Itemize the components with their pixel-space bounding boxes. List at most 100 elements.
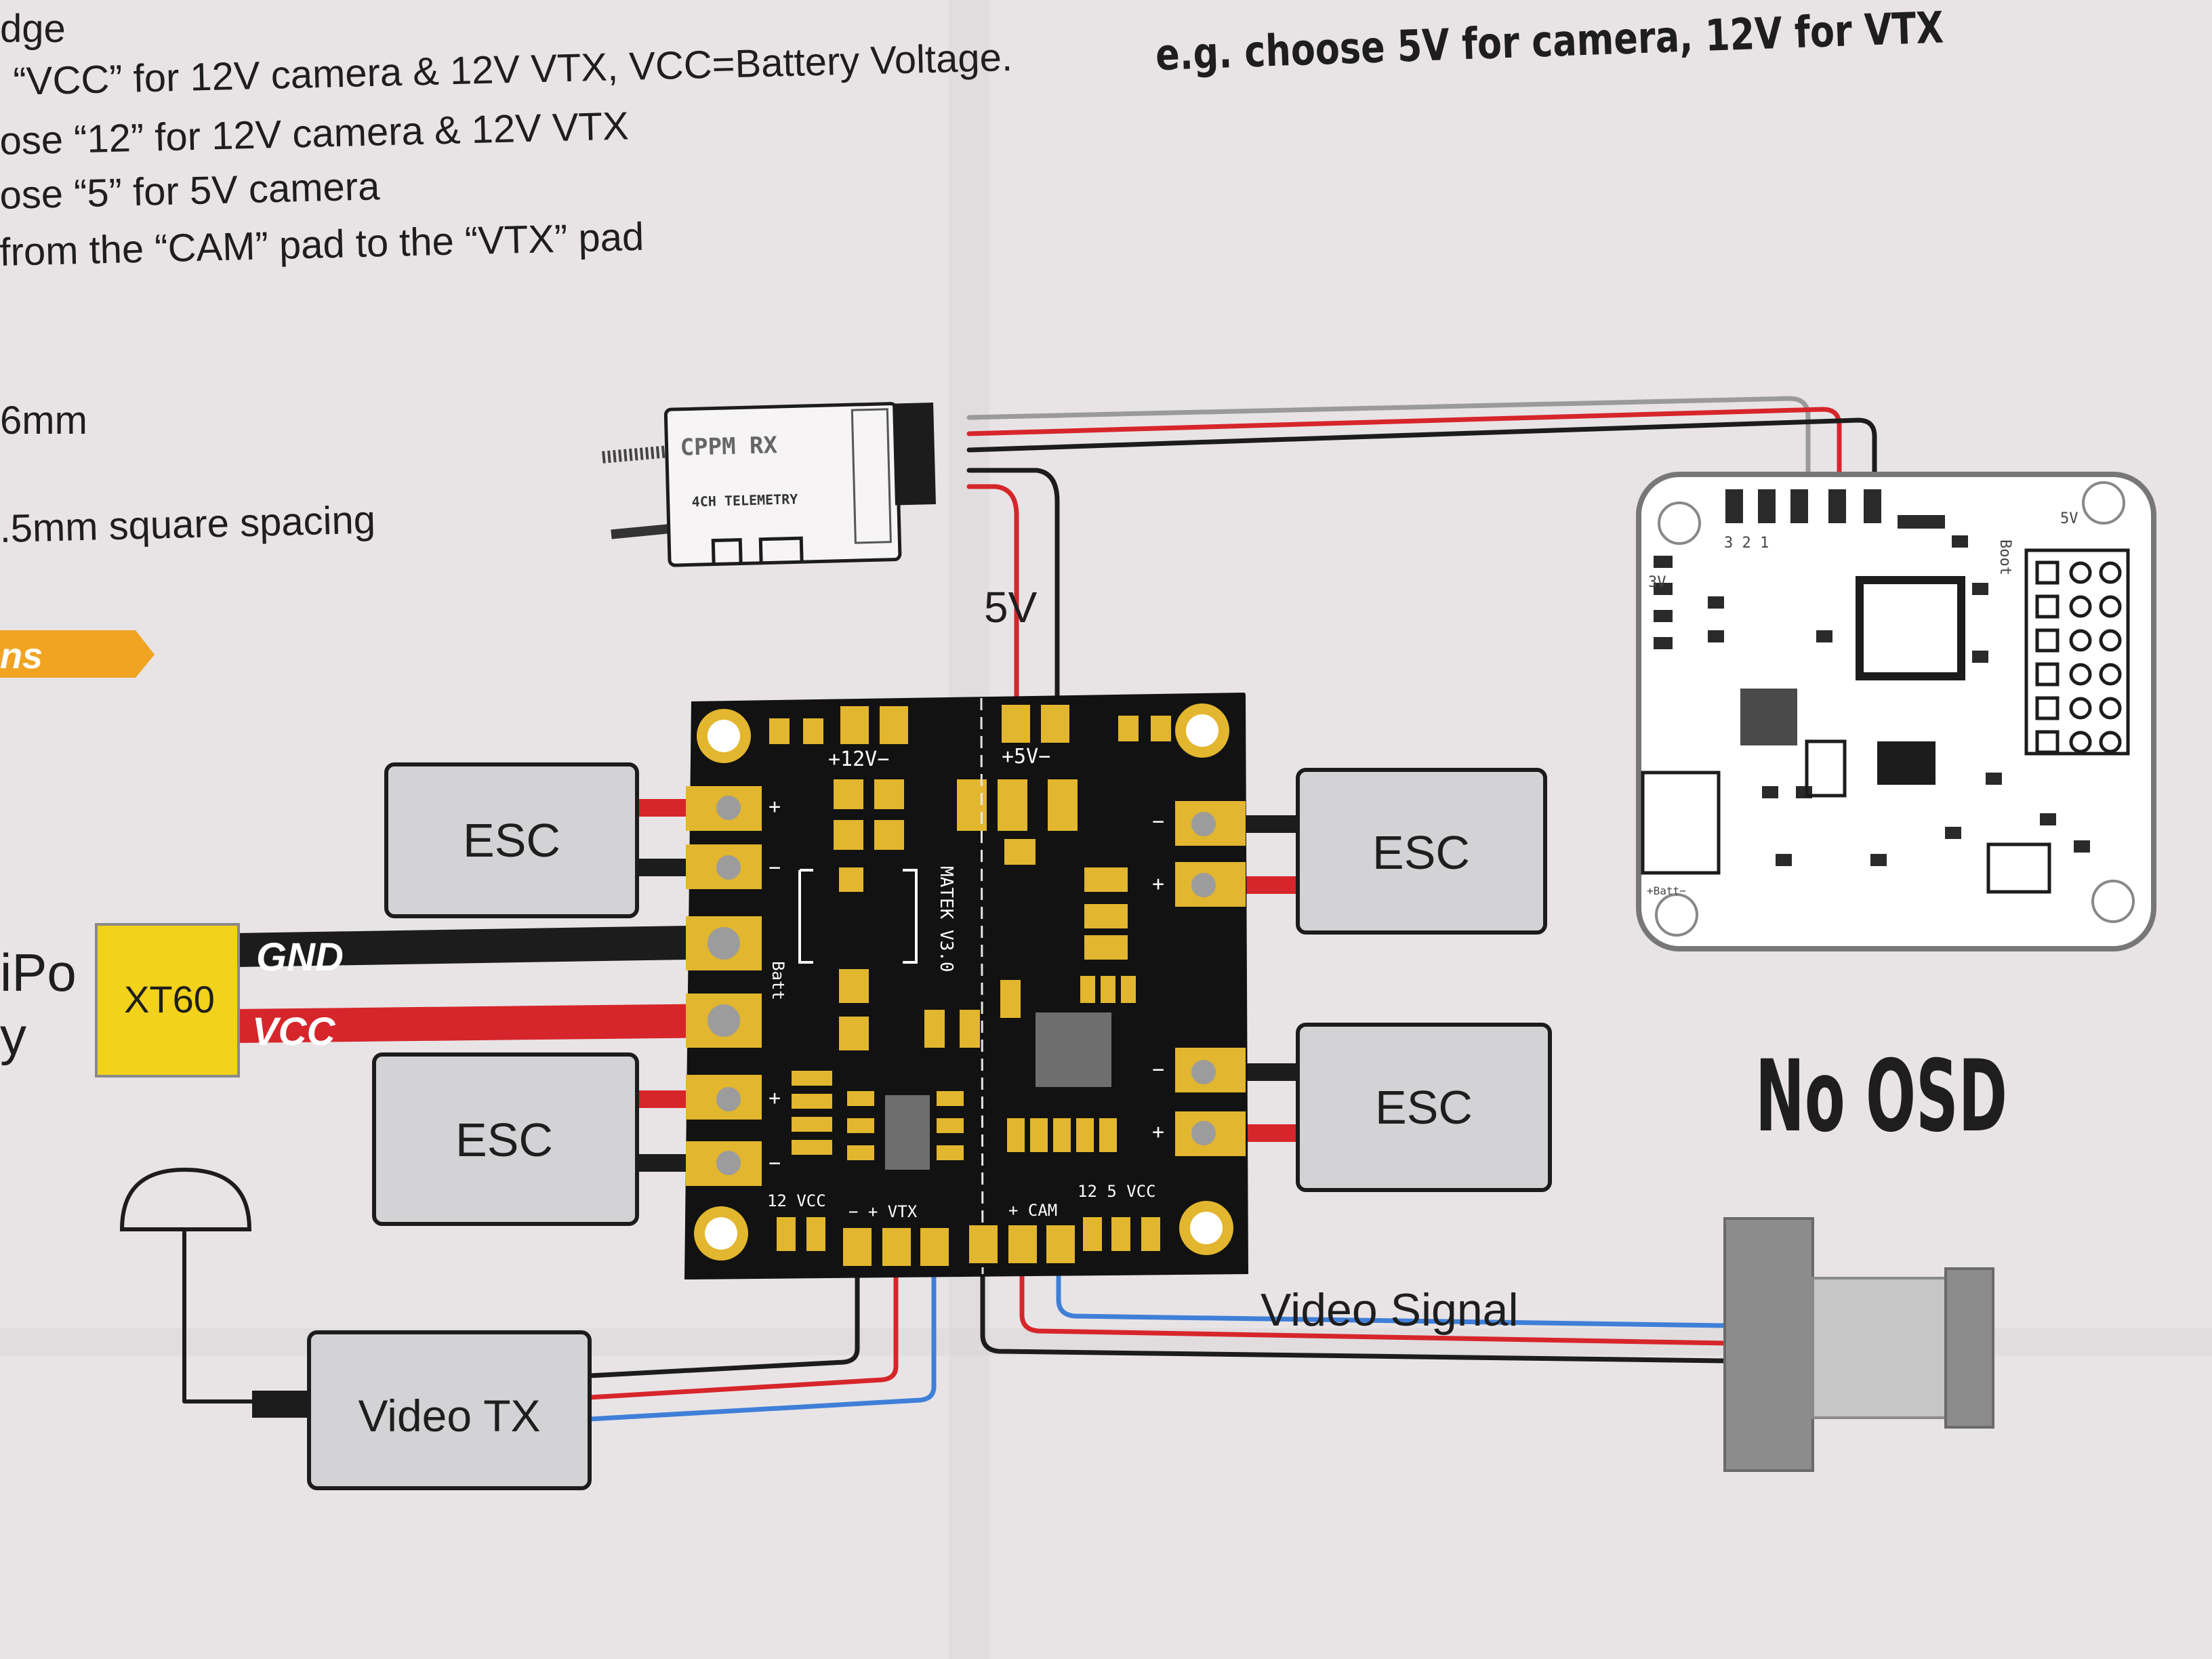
esc-label: ESC	[463, 814, 560, 867]
receiver-antenna-wire-2	[611, 524, 670, 539]
pdb-cam-label: + CAM	[1008, 1201, 1057, 1220]
pdb-minus-mark: −	[769, 1151, 781, 1175]
pdb-bottom-pads	[777, 1217, 1160, 1266]
fc-flash-chip	[1877, 741, 1936, 785]
fc-gyro-chip	[1740, 689, 1797, 745]
pdb-silkscreen-text: +12V− +5V− MATEK V3.0 Batt 12 VCC − + VT…	[767, 745, 1164, 1221]
pdb-plus-mark: +	[1152, 872, 1164, 896]
fc-io-pad	[2099, 697, 2122, 720]
fc-passive	[1654, 556, 1673, 568]
pdb-plus-mark: +	[769, 795, 781, 819]
smd-pad	[792, 1071, 832, 1086]
fc-mcu	[1856, 576, 1965, 680]
pdb-brand-label: MATEK V3.0	[936, 866, 956, 972]
pdb-fold-crease	[980, 697, 984, 1275]
pad-5v-neg	[1041, 705, 1069, 743]
fc-pin	[1725, 489, 1743, 523]
smd-pad	[874, 820, 904, 850]
fc-passive	[1952, 535, 1968, 548]
fc-io-pad	[2035, 594, 2060, 619]
solder-joint	[705, 1002, 743, 1040]
power-distribution-board: +12V− +5V− MATEK V3.0 Batt 12 VCC − + VT…	[684, 693, 1248, 1279]
fc-mount-hole	[1655, 893, 1698, 937]
smd-pad	[1084, 867, 1128, 892]
no-osd-label: No OSD	[1755, 1039, 2007, 1154]
fc-passive	[1870, 854, 1887, 866]
fc-passive	[1776, 854, 1792, 866]
fc-pin	[1790, 489, 1808, 523]
fc-silkscreen: 3 2 1 3V Boot 5V +Batt−	[1647, 510, 2078, 897]
instruction-line-4: ose “5” for 5V camera	[0, 164, 381, 218]
smd-pad	[1151, 716, 1171, 741]
wire-vtx-power	[587, 1246, 899, 1400]
power-5v-label: 5V	[984, 583, 1038, 632]
esc-label: ESC	[455, 1113, 553, 1166]
fc-passive	[1654, 610, 1673, 622]
fc-3v-label: 3V	[1648, 574, 1666, 591]
pdb-silkscreen-outline	[798, 869, 918, 964]
pad-vtx-pos	[882, 1228, 911, 1266]
solder-joint	[705, 924, 743, 962]
spec-spacing: .5mm square spacing	[0, 497, 376, 551]
smd-pad	[1111, 1217, 1130, 1251]
smd-pad	[777, 1217, 796, 1251]
fc-io-pad	[2099, 595, 2122, 618]
mount-hole-bl-inner	[705, 1217, 737, 1250]
pdb-solder-joints	[705, 793, 1218, 1178]
smd-pad	[1053, 1118, 1071, 1152]
esc-front-left: ESC	[384, 762, 639, 918]
fc-passive	[2074, 840, 2090, 853]
smd-pad	[834, 779, 863, 809]
pad-cam-neg	[969, 1225, 998, 1263]
fc-pin	[1828, 489, 1846, 523]
fc-passive	[1654, 637, 1673, 649]
smd-pad	[998, 779, 1027, 831]
video-signal-label: Video Signal	[1261, 1284, 1519, 1336]
smd-pad	[839, 1017, 869, 1050]
receiver-ports	[711, 536, 804, 565]
fc-io-pad	[2035, 662, 2060, 687]
wire-cam-ground	[980, 1246, 1727, 1364]
fc-passive	[1816, 630, 1832, 642]
fc-io-pad	[2035, 628, 2060, 653]
wire-vtx-ground	[587, 1246, 860, 1378]
fc-boot-label: Boot	[1996, 539, 2013, 575]
vtx-box	[307, 1330, 592, 1490]
smd-pad	[1121, 976, 1136, 1003]
smd-pad	[769, 718, 790, 744]
pad-5v-pos	[1002, 705, 1030, 743]
fc-io-pad	[2035, 560, 2060, 585]
pdb-regulator-12v	[885, 1095, 930, 1170]
smd-pad	[1030, 1118, 1048, 1152]
smd-pad	[937, 1118, 964, 1133]
wire-rx-signal-grey	[966, 396, 1811, 506]
receiver-sublabel: 4CH TELEMETRY	[691, 491, 798, 510]
fc-passive	[1708, 630, 1724, 642]
fc-mount-hole	[2091, 880, 2135, 923]
fc-io-pad	[2099, 561, 2122, 584]
esc-rear-right: ESC	[1296, 1023, 1552, 1192]
fc-boot-jumper	[1805, 739, 1847, 798]
wire-cam-video	[1056, 1246, 1727, 1328]
esc-box	[372, 1052, 639, 1226]
pad-12v-neg	[880, 706, 908, 744]
smd-pad	[1007, 1118, 1025, 1152]
mount-hole-br-inner	[1190, 1212, 1223, 1244]
battery-label-partial: y	[0, 1006, 26, 1066]
fc-io-pad	[2069, 561, 2092, 584]
battery-label-partial: iPo	[0, 943, 77, 1002]
smd-pad	[937, 1145, 964, 1160]
fc-io-pad	[2069, 595, 2092, 618]
pad-cam-pos	[1008, 1225, 1037, 1263]
camera-lens-barrel	[1811, 1277, 1947, 1419]
fc-mount-holes	[1655, 481, 2135, 937]
pdb-mount-holes	[694, 703, 1233, 1261]
wire-5v-red	[966, 484, 1019, 721]
pdb-minus-mark: −	[1152, 1058, 1164, 1082]
esc-box	[1296, 1023, 1552, 1192]
xt60-connector	[95, 923, 240, 1078]
fc-io-pad	[2035, 730, 2060, 754]
pdb-regulator-5v	[1036, 1012, 1111, 1087]
mount-hole-tr-inner	[1186, 714, 1218, 747]
battery-connection: iPo y XT60 GND VCC	[0, 923, 344, 1078]
